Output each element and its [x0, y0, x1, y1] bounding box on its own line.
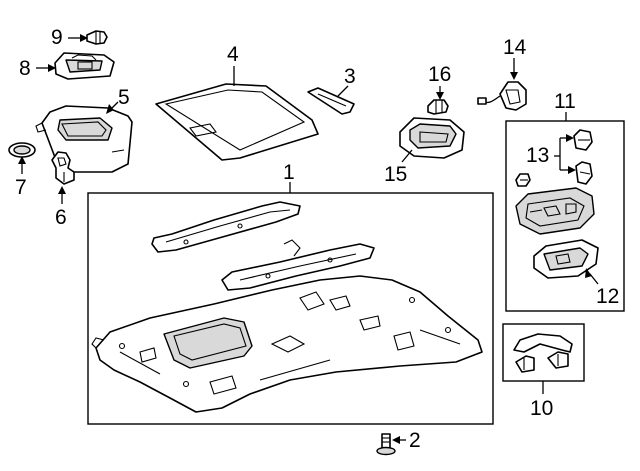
- leader-12: [585, 268, 599, 285]
- leader-6: [58, 186, 66, 204]
- leader-15: [401, 149, 413, 163]
- callout-12: 12: [596, 285, 620, 308]
- grab-handle-part-10: [513, 333, 573, 373]
- clip-part-13-upper: [573, 129, 593, 151]
- leader-3: [337, 85, 349, 97]
- leader-5: [106, 101, 119, 114]
- callout-15: 15: [384, 163, 408, 186]
- visor-bracket-part-6: [51, 151, 75, 185]
- leader-2: [392, 436, 406, 444]
- console-trim-part-12: [533, 239, 599, 279]
- bulb-part-16: [427, 99, 449, 115]
- leader-13: [554, 134, 576, 174]
- leader-7: [18, 156, 26, 174]
- callout-4: 4: [227, 43, 239, 66]
- callout-9: 9: [51, 26, 63, 49]
- callout-3: 3: [344, 65, 356, 88]
- callout-16: 16: [428, 63, 452, 86]
- callout-14: 14: [503, 36, 527, 59]
- console-group-frame: [505, 120, 625, 312]
- callout-2: 2: [409, 429, 421, 452]
- console-body: [515, 187, 595, 235]
- callout-8: 8: [19, 57, 31, 80]
- callout-1: 1: [283, 161, 295, 184]
- clip-part-13-lower: [575, 161, 593, 185]
- leader-8: [36, 64, 56, 72]
- map-lamp-part-8: [54, 52, 115, 80]
- callout-5: 5: [118, 86, 130, 109]
- screw-console: [515, 173, 531, 187]
- leader-14: [510, 58, 518, 80]
- visor-clip-part-7: [8, 142, 36, 158]
- grab-handle-group-frame: [502, 323, 585, 382]
- callout-6: 6: [55, 206, 67, 229]
- callout-7: 7: [15, 176, 27, 199]
- trim-strip-part-3: [307, 87, 355, 115]
- callout-11: 11: [554, 90, 576, 113]
- leader-16: [436, 86, 444, 100]
- callout-10: 10: [530, 397, 554, 420]
- bulb-part-9: [86, 30, 108, 45]
- push-clip-part-2: [376, 433, 396, 456]
- headliner-part-1: [91, 201, 483, 413]
- sun-visor-part-5: [35, 105, 133, 173]
- leader-9: [68, 34, 88, 42]
- callout-13: 13: [526, 144, 550, 167]
- harness-part-14: [477, 81, 527, 111]
- sunroof-panel-part-4: [155, 83, 319, 161]
- dome-lamp-part-15: [399, 117, 465, 159]
